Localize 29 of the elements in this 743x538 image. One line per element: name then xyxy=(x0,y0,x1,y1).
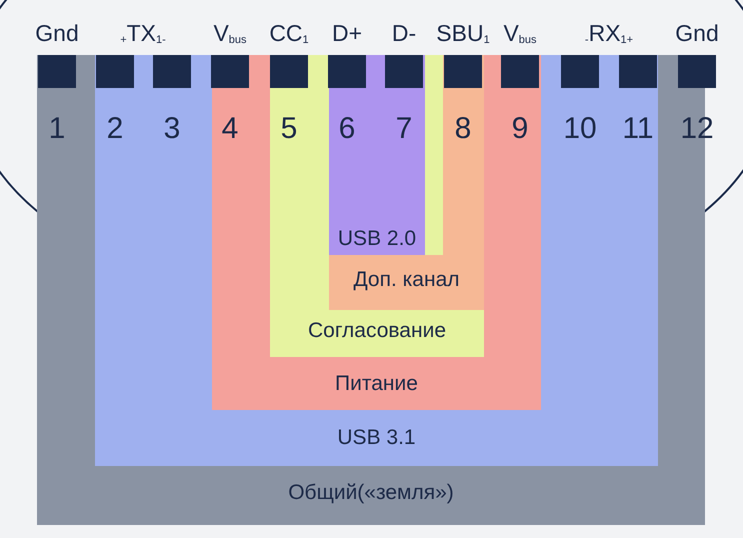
pin-number: 3 xyxy=(164,112,180,146)
pin-number: 1 xyxy=(48,112,66,146)
pin-number: 2 xyxy=(106,112,124,146)
band-label: USB 2.0 xyxy=(336,227,418,251)
sideband-band xyxy=(329,55,484,310)
pin-number: 11 xyxy=(622,112,654,146)
power-band xyxy=(212,55,541,410)
pin-label: D+ xyxy=(332,20,362,47)
pin-number: 7 xyxy=(396,112,412,146)
band-label: Согласование xyxy=(307,319,447,343)
pin-label: V$_{bus}$ xyxy=(503,20,537,47)
band-label: Питание xyxy=(334,372,419,396)
pin-number: 9 xyxy=(512,112,528,146)
pin-label: Gnd xyxy=(675,20,719,47)
pin-label: SBU$_{1}$ xyxy=(436,20,490,47)
pin-number: 6 xyxy=(338,112,356,146)
band-label: Доп. канал xyxy=(352,268,461,292)
pin-label: Gnd xyxy=(35,20,79,47)
pin-number: 10 xyxy=(563,112,597,146)
band-label: USB 3.1 xyxy=(336,426,417,450)
signal-band xyxy=(95,55,658,466)
pin-label: V$_{bus}$ xyxy=(213,20,247,47)
config-band xyxy=(270,55,484,357)
band-label: Общий(«земля») xyxy=(287,481,455,505)
pin-label: D- xyxy=(392,20,416,47)
pin-label: CC$_{1}$ xyxy=(269,20,309,47)
pin-number: 5 xyxy=(280,112,298,146)
pin-number: 4 xyxy=(222,112,238,146)
pin-number: 8 xyxy=(454,112,472,146)
